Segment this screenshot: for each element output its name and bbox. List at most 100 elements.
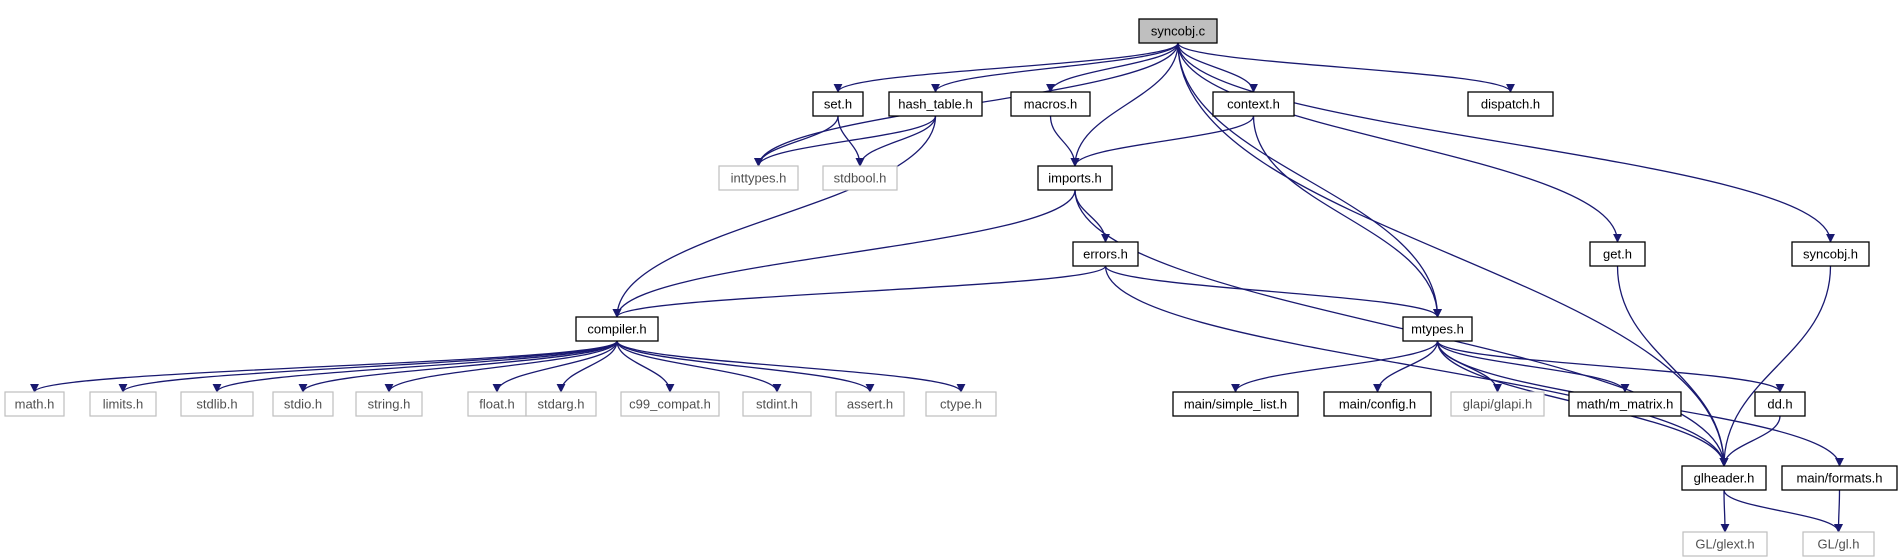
edge-hash-table-h-to-compiler-h bbox=[612, 115, 937, 318]
node-stdbool-h: stdbool.h bbox=[822, 165, 898, 191]
edge-syncobj-h-to-glheader-h bbox=[1719, 265, 1832, 467]
node-assert-h: assert.h bbox=[835, 391, 905, 417]
node-formats-h[interactable]: main/formats.h bbox=[1781, 465, 1898, 491]
node-glext-h: GL/glext.h bbox=[1682, 531, 1768, 557]
node-box bbox=[925, 391, 997, 417]
node-label: inttypes.h bbox=[731, 171, 787, 186]
node-stdint-h: stdint.h bbox=[742, 391, 812, 417]
node-label: mtypes.h bbox=[1411, 322, 1464, 337]
node-label: errors.h bbox=[1083, 247, 1128, 262]
node-box bbox=[1212, 91, 1295, 117]
edge-get-h-to-glheader-h bbox=[1616, 265, 1729, 467]
node-label: get.h bbox=[1603, 247, 1632, 262]
node-box bbox=[888, 91, 983, 117]
edge-compiler-h-to-c99-compat-h bbox=[616, 340, 675, 393]
node-box bbox=[1781, 465, 1898, 491]
node-glapi-h: glapi/glapi.h bbox=[1450, 391, 1545, 417]
edge-imports-h-to-glheader-h bbox=[1074, 189, 1729, 467]
edge-syncobj-c-to-get-h bbox=[1177, 42, 1622, 243]
node-label: math/m_matrix.h bbox=[1577, 397, 1674, 412]
node-box bbox=[1323, 391, 1432, 417]
node-box bbox=[1010, 91, 1091, 117]
node-syncobj-h[interactable]: syncobj.h bbox=[1791, 241, 1870, 267]
node-label: dd.h bbox=[1767, 397, 1792, 412]
edge-syncobj-c-to-macros-h bbox=[1046, 42, 1179, 93]
node-box bbox=[620, 391, 720, 417]
edge-imports-h-to-compiler-h bbox=[612, 189, 1076, 318]
node-box bbox=[89, 391, 157, 417]
node-label: stdarg.h bbox=[538, 397, 585, 412]
edge-syncobj-c-to-hash-table-h bbox=[931, 42, 1179, 93]
node-label: imports.h bbox=[1048, 171, 1101, 186]
node-hash-table-h[interactable]: hash_table.h bbox=[888, 91, 983, 117]
node-compiler-h[interactable]: compiler.h bbox=[575, 316, 659, 342]
node-label: stdint.h bbox=[756, 397, 798, 412]
node-label: limits.h bbox=[103, 397, 143, 412]
node-box bbox=[1754, 391, 1806, 417]
node-dispatch-h[interactable]: dispatch.h bbox=[1467, 91, 1554, 117]
node-label: math.h bbox=[15, 397, 55, 412]
node-syncobj-c[interactable]: syncobj.c bbox=[1138, 18, 1218, 44]
node-label: glapi/glapi.h bbox=[1463, 397, 1532, 412]
node-stdlib-h: stdlib.h bbox=[180, 391, 254, 417]
node-get-h[interactable]: get.h bbox=[1589, 241, 1646, 267]
node-stdarg-h: stdarg.h bbox=[525, 391, 597, 417]
node-box bbox=[1802, 531, 1875, 557]
node-errors-h[interactable]: errors.h bbox=[1072, 241, 1139, 267]
edge-compiler-h-to-stdlib-h bbox=[212, 340, 618, 393]
node-float-h: float.h bbox=[467, 391, 527, 417]
node-context-h[interactable]: context.h bbox=[1212, 91, 1295, 117]
node-mtypes-h[interactable]: mtypes.h bbox=[1402, 316, 1473, 342]
node-box bbox=[4, 391, 65, 417]
edge-compiler-h-to-float-h bbox=[492, 340, 618, 393]
edge-glheader-h-to-glext-h bbox=[1720, 489, 1730, 533]
node-macros-h[interactable]: macros.h bbox=[1010, 91, 1091, 117]
node-glheader-h[interactable]: glheader.h bbox=[1681, 465, 1767, 491]
edge-compiler-h-to-stdint-h bbox=[616, 340, 782, 393]
node-box bbox=[1791, 241, 1870, 267]
node-c99-compat-h: c99_compat.h bbox=[620, 391, 720, 417]
edge-mtypes-h-to-config-h bbox=[1373, 340, 1439, 393]
node-simple-list-h[interactable]: main/simple_list.h bbox=[1172, 391, 1299, 417]
node-label: main/simple_list.h bbox=[1184, 397, 1287, 412]
edge-set-h-to-inttypes-h bbox=[754, 115, 839, 167]
edge-syncobj-c-to-imports-h bbox=[1070, 42, 1179, 167]
node-box bbox=[1072, 241, 1139, 267]
edge-compiler-h-to-ctype-h bbox=[616, 340, 966, 393]
node-label: stdio.h bbox=[284, 397, 322, 412]
node-label: string.h bbox=[368, 397, 411, 412]
node-config-h[interactable]: main/config.h bbox=[1323, 391, 1432, 417]
node-box bbox=[1568, 391, 1682, 417]
node-limits-h: limits.h bbox=[89, 391, 157, 417]
node-box bbox=[1467, 91, 1554, 117]
node-box bbox=[1037, 165, 1113, 191]
edge-syncobj-c-to-set-h bbox=[833, 42, 1179, 93]
edge-syncobj-c-to-mtypes-h bbox=[1177, 42, 1442, 318]
node-label: set.h bbox=[824, 97, 852, 112]
node-label: stdbool.h bbox=[834, 171, 887, 186]
edge-hash-table-h-to-stdbool-h bbox=[855, 115, 937, 167]
edge-imports-h-to-errors-h bbox=[1074, 189, 1110, 243]
node-box bbox=[835, 391, 905, 417]
node-dd-h[interactable]: dd.h bbox=[1754, 391, 1806, 417]
edge-compiler-h-to-assert-h bbox=[616, 340, 875, 393]
edge-glheader-h-to-gl-h bbox=[1723, 489, 1843, 533]
edge-formats-h-to-gl-h bbox=[1834, 489, 1844, 533]
edge-compiler-h-to-stdio-h bbox=[298, 340, 618, 393]
node-label: dispatch.h bbox=[1481, 97, 1540, 112]
node-m-matrix-h[interactable]: math/m_matrix.h bbox=[1568, 391, 1682, 417]
node-box bbox=[1402, 316, 1473, 342]
node-stdio-h: stdio.h bbox=[272, 391, 334, 417]
edge-compiler-h-to-string-h bbox=[384, 340, 618, 393]
node-label: ctype.h bbox=[940, 397, 982, 412]
node-imports-h[interactable]: imports.h bbox=[1037, 165, 1113, 191]
node-label: syncobj.c bbox=[1151, 24, 1206, 39]
node-box bbox=[1172, 391, 1299, 417]
node-box bbox=[1450, 391, 1545, 417]
edge-context-h-to-imports-h bbox=[1070, 115, 1255, 167]
node-inttypes-h: inttypes.h bbox=[718, 165, 799, 191]
node-set-h[interactable]: set.h bbox=[812, 91, 864, 117]
edge-syncobj-c-to-dispatch-h bbox=[1177, 42, 1515, 93]
edge-syncobj-c-to-syncobj-h bbox=[1177, 42, 1835, 243]
